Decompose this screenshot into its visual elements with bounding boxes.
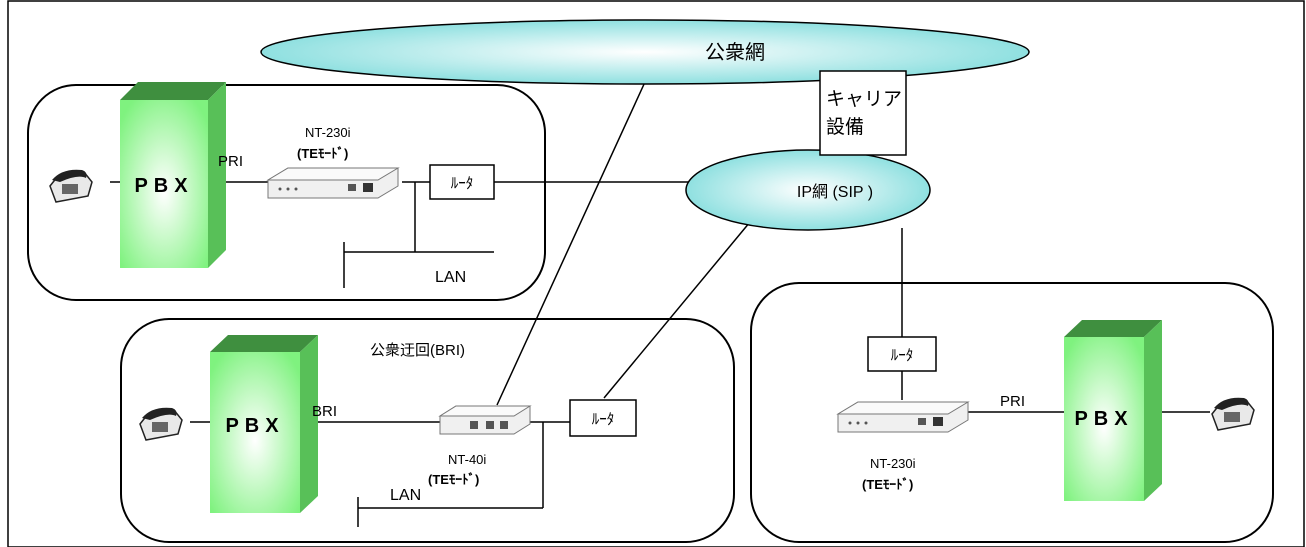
public-network-label: 公衆網 xyxy=(705,41,765,64)
site2-phone-icon xyxy=(139,406,183,441)
site2-lan-label: LAN xyxy=(390,487,421,504)
site2-router-label: ﾙｰﾀ xyxy=(592,411,615,428)
site2-pbx: PBX xyxy=(210,335,318,513)
site1-phone-icon xyxy=(49,168,93,203)
carrier-label-line2: 設備 xyxy=(826,116,864,138)
site2-pbx-label: PBX xyxy=(225,415,284,437)
site2-device-mode: (TEﾓｰﾄﾞ) xyxy=(428,472,479,487)
site1-nt230i-device xyxy=(267,167,399,199)
ip-network-label: IP網 (SIP ) xyxy=(797,183,873,201)
site2-public-line xyxy=(496,81,646,406)
site2-label: 公衆迂回(BRI) xyxy=(370,342,465,359)
site2-router-ipnet-line xyxy=(603,221,751,399)
site2-link-label: BRI xyxy=(312,403,337,420)
site1-link-label: PRI xyxy=(218,153,243,170)
site3-nt230i-device xyxy=(837,401,969,433)
site1-router-label: ﾙｰﾀ xyxy=(451,175,474,192)
site1-device-mode: (TEﾓｰﾄﾞ) xyxy=(297,146,348,161)
site1-lan-label: LAN xyxy=(435,269,466,286)
public-network-cloud: 公衆網 xyxy=(260,19,1030,85)
carrier-equipment: キャリア 設備 xyxy=(819,70,907,156)
site1-container xyxy=(27,84,546,301)
site1-pbx: PBX xyxy=(120,82,226,268)
site1-pbx-label: PBX xyxy=(134,175,193,197)
site3-router-label: ﾙｰﾀ xyxy=(891,347,914,364)
diagram-frame xyxy=(7,0,1305,547)
site2-nt40i-device xyxy=(439,405,531,435)
site3-link-label: PRI xyxy=(1000,393,1025,410)
site3-device-model: NT-230i xyxy=(870,456,916,471)
site3-pbx-label: PBX xyxy=(1074,408,1133,430)
site2-device-model: NT-40i xyxy=(448,452,486,467)
site3-phone-icon xyxy=(1211,396,1255,431)
site1-router: ﾙｰﾀ xyxy=(429,164,495,200)
site2-router: ﾙｰﾀ xyxy=(569,399,637,437)
site3-pbx: PBX xyxy=(1064,320,1162,501)
site3-device-mode: (TEﾓｰﾄﾞ) xyxy=(862,477,913,492)
site1-device-model: NT-230i xyxy=(305,125,351,140)
ip-network-cloud: IP網 (SIP ) xyxy=(685,149,931,231)
site3-router: ﾙｰﾀ xyxy=(867,336,937,372)
carrier-label-line1: キャリア xyxy=(826,89,902,110)
site3-container xyxy=(750,282,1274,543)
site2-container xyxy=(120,318,735,543)
